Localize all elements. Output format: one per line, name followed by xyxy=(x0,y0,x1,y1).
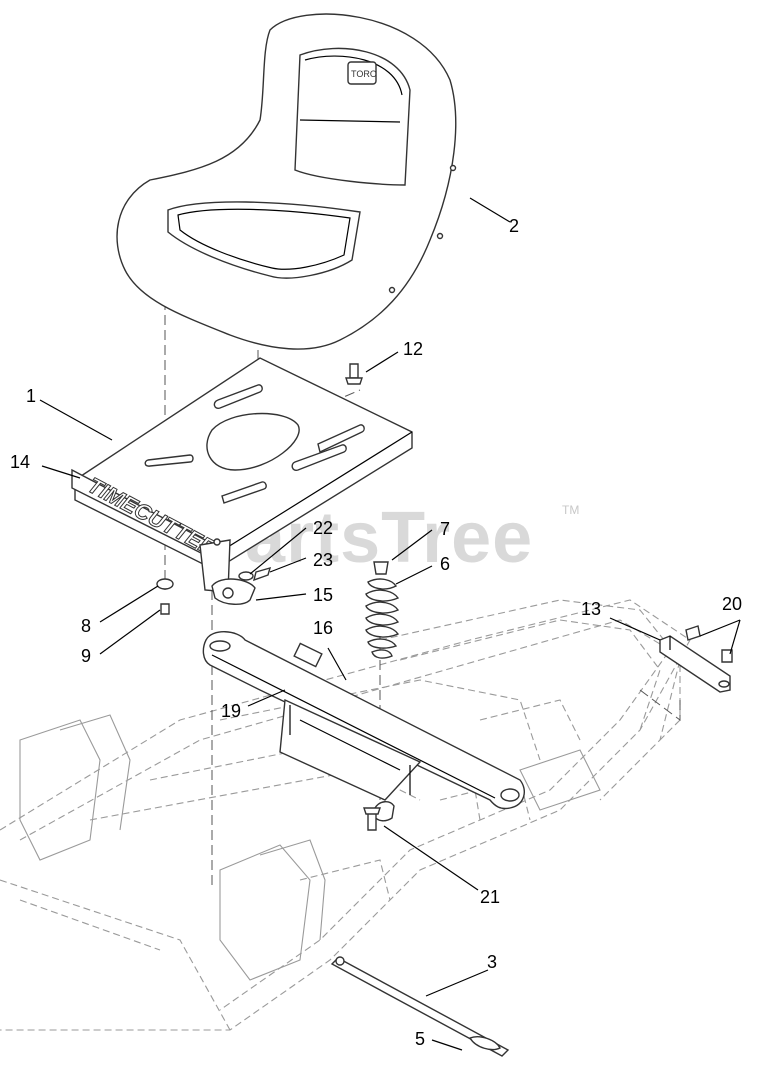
bolt-21 xyxy=(363,807,381,831)
callout-16: 16 xyxy=(313,618,333,638)
callout-6: 6 xyxy=(440,554,450,574)
leader-lines xyxy=(39,197,741,1051)
callout-20: 20 xyxy=(722,594,742,614)
seat: TORO xyxy=(116,13,457,350)
callout-14: 14 xyxy=(10,452,30,472)
callout-9: 9 xyxy=(81,646,91,666)
seat-logo-text: TORO xyxy=(351,69,377,79)
seat-plate: TIMECUTTER xyxy=(71,357,413,571)
washer-and-bolt xyxy=(156,578,174,615)
bolt-12 xyxy=(345,363,363,385)
callout-labels: 1 2 3 5 6 7 8 9 12 13 14 15 16 19 20 21 … xyxy=(10,216,742,1049)
watermark-tm: TM xyxy=(562,503,579,517)
callout-22: 22 xyxy=(313,518,333,538)
callout-2: 2 xyxy=(509,216,519,236)
callout-8: 8 xyxy=(81,616,91,636)
spring-and-nut xyxy=(365,561,400,659)
rod-and-pin xyxy=(330,956,510,1057)
callout-3: 3 xyxy=(487,952,497,972)
bracket-13 xyxy=(659,625,733,693)
callout-19: 19 xyxy=(221,701,241,721)
pivot-bar xyxy=(202,631,526,822)
callout-12: 12 xyxy=(403,339,423,359)
callout-5: 5 xyxy=(415,1029,425,1049)
callout-7: 7 xyxy=(440,519,450,539)
callout-1: 1 xyxy=(26,386,36,406)
callout-13: 13 xyxy=(581,599,601,619)
callout-23: 23 xyxy=(313,550,333,570)
latch-hardware xyxy=(199,538,272,605)
mower-frame-phantom xyxy=(0,599,691,1031)
seat-logo-badge xyxy=(347,61,377,85)
callout-15: 15 xyxy=(313,585,333,605)
callout-21: 21 xyxy=(480,887,500,907)
